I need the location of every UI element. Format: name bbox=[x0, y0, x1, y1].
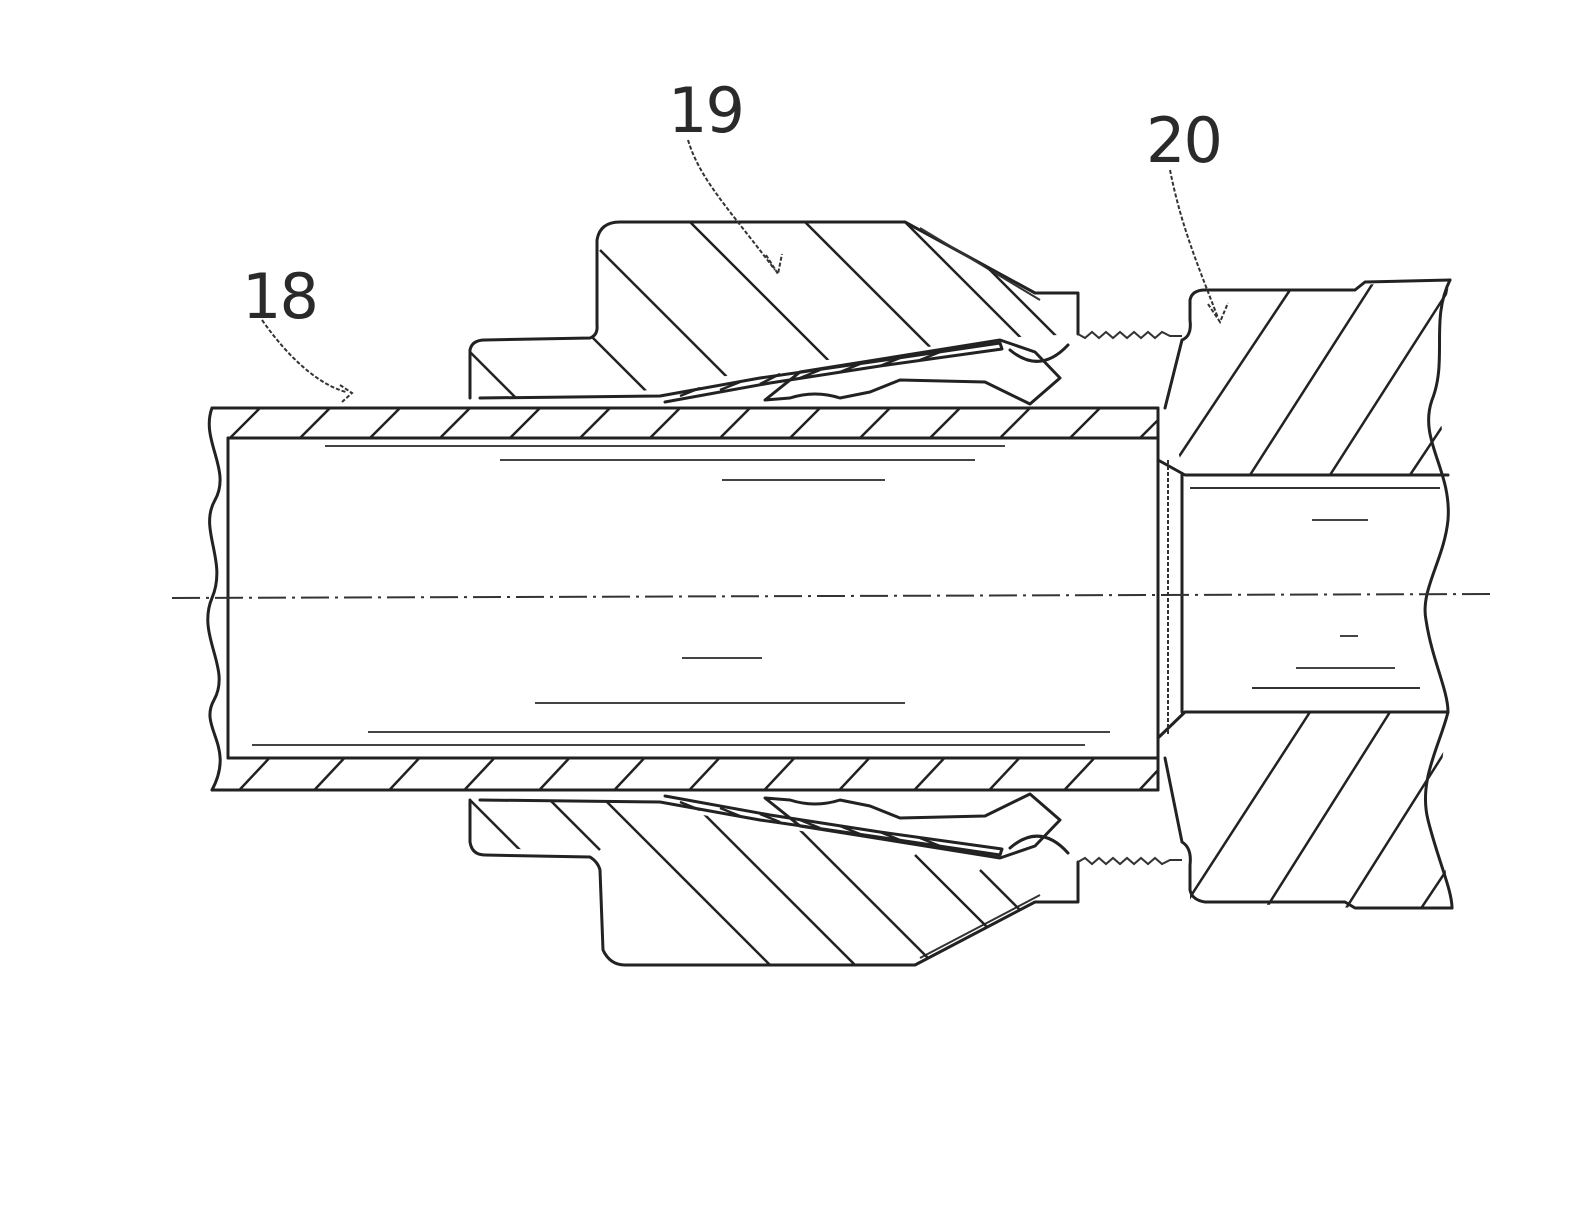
nut-upper-outline bbox=[470, 222, 1078, 398]
threads bbox=[1078, 332, 1182, 864]
back-ferrule-lower bbox=[765, 794, 1060, 858]
arrow-20 bbox=[1208, 303, 1228, 322]
arrow-18 bbox=[340, 385, 352, 402]
body-lower-outline bbox=[1165, 758, 1452, 908]
front-ferrule bbox=[480, 343, 1002, 855]
back-ferrule-upper bbox=[765, 340, 1060, 404]
leader-19 bbox=[688, 140, 775, 270]
center-axis-line bbox=[172, 594, 1490, 598]
arrow-19 bbox=[766, 254, 782, 274]
reference-18: 18 bbox=[242, 260, 352, 402]
label-19: 19 bbox=[668, 74, 743, 147]
body-upper-outline bbox=[1165, 280, 1450, 408]
reference-19: 19 bbox=[668, 74, 782, 274]
label-18: 18 bbox=[242, 260, 317, 333]
label-20: 20 bbox=[1146, 104, 1221, 177]
tube-break-line bbox=[208, 408, 220, 790]
nut-lower-chamfer-line bbox=[920, 895, 1040, 958]
body-upper-bore-edge bbox=[1158, 460, 1448, 475]
lower-thread bbox=[1078, 858, 1182, 864]
tube-18 bbox=[208, 398, 1180, 800]
leader-20 bbox=[1170, 170, 1218, 318]
nut-upper-chamfer-line bbox=[920, 228, 1040, 300]
tube-upper-hatching bbox=[230, 398, 1180, 438]
upper-thread bbox=[1078, 332, 1182, 338]
